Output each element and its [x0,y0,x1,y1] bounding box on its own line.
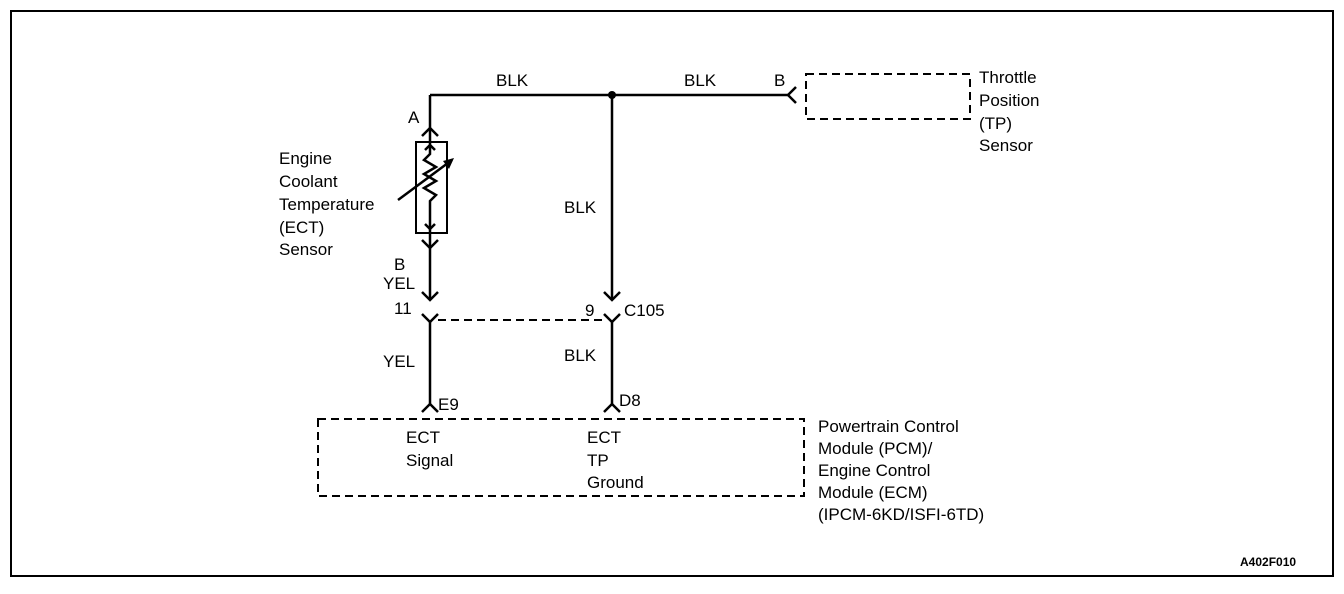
connector-label: C105 [624,301,665,320]
c105-11-arrow [421,291,439,302]
pin-label-tp-b: B [774,71,785,90]
pcm-e9-symbol [421,402,439,413]
pcm-ground-label: ECT TP Ground [587,428,644,492]
wire-label-ground-lower: BLK [564,346,597,365]
pcm-box [317,418,805,497]
wire-label-ect-upper: YEL [383,274,415,293]
c105-9-receptacle [603,313,621,324]
wire-label-center: BLK [564,198,597,217]
tp-sensor-label: Throttle Position (TP) Sensor [979,68,1044,155]
ect-sensor-body [415,141,448,234]
ect-inner-tick-top [424,143,436,151]
pin-label-ect-b: B [394,255,405,274]
pcm-ect-signal-label: ECT Signal [406,428,453,470]
pin-label-pcm-e9: E9 [438,395,459,414]
ect-inner-tick-bottom [424,223,436,231]
ect-sensor-label: Engine Coolant Temperature (ECT) Sensor [279,149,379,259]
c105-9-arrow [603,291,621,302]
c105-11-receptacle [421,313,439,324]
pin-label-c105-11: 11 [394,299,412,318]
pin-label-pcm-d8: D8 [619,391,641,410]
pin-label-c105-9: 9 [585,301,594,320]
figure-id: A402F010 [1240,555,1296,569]
tp-connector-b [786,86,797,104]
tp-sensor-box [805,73,971,120]
wire-label-ect-lower: YEL [383,352,415,371]
pin-label-ect-a: A [408,108,420,127]
wire-label-top-left: BLK [496,71,529,90]
pcm-module-label: Powertrain Control Module (PCM)/ Engine … [818,417,984,524]
thermistor-zigzag [421,142,439,233]
wire-label-top-right: BLK [684,71,717,90]
diagram-frame [10,10,1334,577]
ect-pin-b-symbol [421,239,439,250]
thermistor-arrowhead [443,158,454,169]
pcm-d8-symbol [603,402,621,413]
thermistor-arrow [397,158,453,202]
